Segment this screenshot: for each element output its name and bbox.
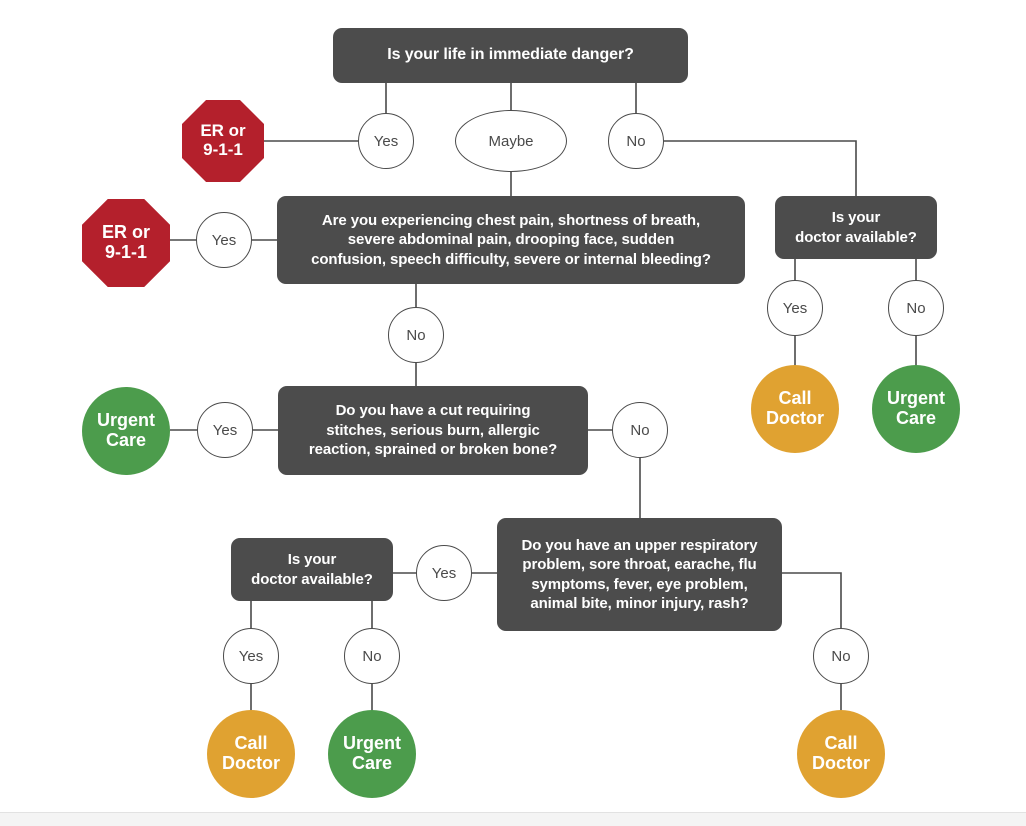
outcome-urgent-care-left[interactable]: Urgent Care	[82, 387, 170, 475]
question-line-3: reaction, sprained or broken bone?	[308, 441, 558, 459]
outcome-line-1: Call	[778, 388, 812, 409]
question-box-cut-burn-fracture[interactable]: Do you have a cut requiring stitches, se…	[278, 386, 588, 475]
question-line-4: animal bite, minor injury, rash?	[530, 595, 749, 612]
question-line-2: doctor available?	[795, 228, 917, 246]
outcome-urgent-care-bottom-left[interactable]: Urgent Care	[328, 710, 416, 798]
decision-node-q3-yes[interactable]: Yes	[197, 402, 253, 458]
question-line-1: Are you experiencing chest pain, shortne…	[321, 211, 701, 229]
outcome-line-2: 9-1-1	[203, 140, 243, 159]
decision-node-q6-yes[interactable]: Yes	[223, 628, 279, 684]
node-label: No	[906, 299, 926, 317]
question-box-severe-symptoms[interactable]: Are you experiencing chest pain, shortne…	[277, 196, 745, 284]
outcome-line-2: 9-1-1	[104, 242, 148, 262]
outcome-line-1: ER or	[200, 121, 246, 141]
question-line-1: Is your	[287, 551, 337, 568]
decision-node-q1-yes[interactable]: Yes	[358, 113, 414, 169]
node-label: Yes	[431, 564, 457, 582]
outcome-line-1: Call	[234, 733, 268, 754]
outcome-line-1: Urgent	[887, 388, 945, 409]
question-line-3: confusion, speech difficulty, severe or …	[311, 250, 711, 268]
decision-node-q4-no[interactable]: No	[813, 628, 869, 684]
outcome-call-doctor-bottom-left[interactable]: Call Doctor	[207, 710, 295, 798]
question-line-2: problem, sore throat, earache, flu	[522, 556, 757, 573]
question-text: Is your life in immediate danger?	[387, 46, 634, 64]
outcome-line-1: Call	[824, 733, 858, 754]
outcome-line-1: Urgent	[343, 733, 401, 754]
outcome-er-or-911-top[interactable]: ER or 9-1-1	[182, 100, 264, 182]
question-line-2: doctor available?	[251, 570, 373, 588]
node-label: No	[831, 647, 851, 665]
decision-node-q4-yes[interactable]: Yes	[416, 545, 472, 601]
decision-node-q1-maybe[interactable]: Maybe	[455, 110, 567, 172]
footer-strip	[0, 812, 1026, 826]
question-box-minor-illness[interactable]: Do you have an upper respiratory problem…	[497, 518, 782, 631]
outcome-line-1: Urgent	[97, 410, 155, 431]
node-label: Yes	[238, 647, 264, 665]
node-label: Yes	[212, 421, 238, 439]
decision-node-q5-no[interactable]: No	[888, 280, 944, 336]
outcome-line-2: Doctor	[222, 753, 280, 773]
outcome-line-2: Doctor	[766, 408, 824, 428]
outcome-line-2: Care	[351, 753, 393, 773]
question-line-3: symptoms, fever, eye problem,	[531, 575, 748, 593]
decision-node-q2-no[interactable]: No	[388, 307, 444, 363]
outcome-urgent-care-top-right[interactable]: Urgent Care	[872, 365, 960, 453]
question-line-1: Is your	[831, 209, 881, 226]
question-box-life-danger[interactable]: Is your life in immediate danger?	[333, 28, 688, 83]
node-label: No	[362, 647, 382, 665]
outcome-call-doctor-bottom-right[interactable]: Call Doctor	[797, 710, 885, 798]
question-line-1: Do you have an upper respiratory	[521, 536, 758, 554]
outcome-call-doctor-top-right[interactable]: Call Doctor	[751, 365, 839, 453]
node-label: No	[630, 421, 650, 439]
decision-node-q2-yes[interactable]: Yes	[196, 212, 252, 268]
outcome-er-or-911-second[interactable]: ER or 9-1-1	[82, 199, 170, 287]
decision-node-q6-no[interactable]: No	[344, 628, 400, 684]
node-label: Yes	[373, 132, 399, 150]
node-label: No	[626, 132, 646, 150]
outcome-line-2: Care	[105, 430, 147, 450]
outcome-line-2: Doctor	[812, 753, 870, 773]
outcome-line-2: Care	[895, 408, 937, 428]
decision-node-q1-no[interactable]: No	[608, 113, 664, 169]
question-box-doctor-available-top[interactable]: Is your doctor available?	[775, 196, 937, 259]
decision-node-q3-no[interactable]: No	[612, 402, 668, 458]
outcome-line-1: ER or	[101, 222, 150, 243]
node-label: Yes	[782, 299, 808, 317]
question-line-2: severe abdominal pain, drooping face, su…	[347, 231, 675, 249]
decision-node-q5-yes[interactable]: Yes	[767, 280, 823, 336]
node-label: No	[406, 326, 426, 344]
question-box-doctor-available-bottom[interactable]: Is your doctor available?	[231, 538, 393, 601]
node-label: Yes	[211, 231, 237, 249]
node-label: Maybe	[488, 132, 534, 150]
question-line-1: Do you have a cut requiring	[335, 402, 531, 420]
question-line-2: stitches, serious burn, allergic	[326, 421, 540, 439]
